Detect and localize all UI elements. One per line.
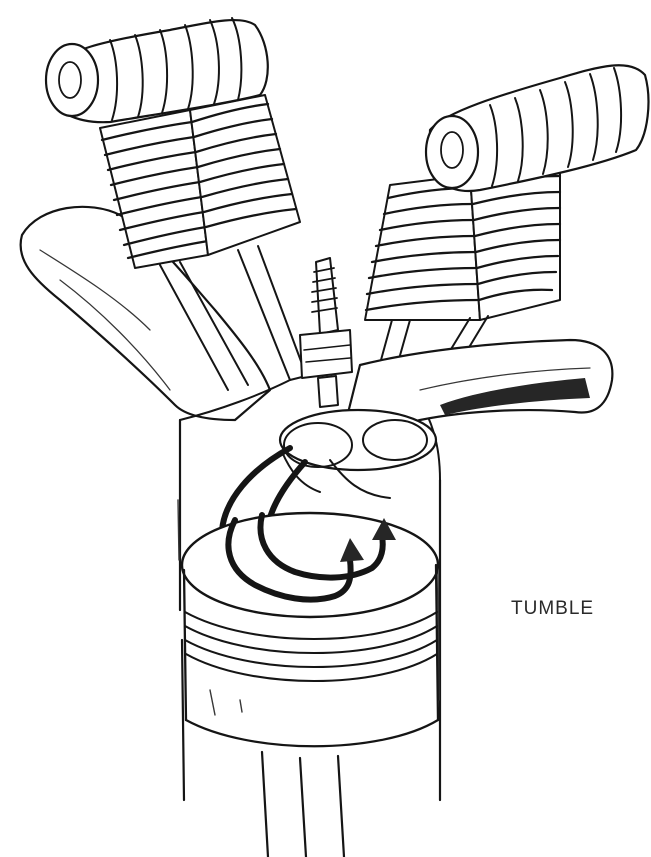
piston: [182, 513, 438, 746]
combustion-chamber: [280, 410, 436, 498]
connecting-rod: [262, 752, 344, 857]
spark-plug: [300, 258, 352, 407]
tumble-label: TUMBLE: [511, 598, 594, 620]
intake-spring-right: [190, 95, 300, 255]
exhaust-tappet: [426, 65, 648, 191]
exhaust-spring-left: [365, 175, 480, 320]
